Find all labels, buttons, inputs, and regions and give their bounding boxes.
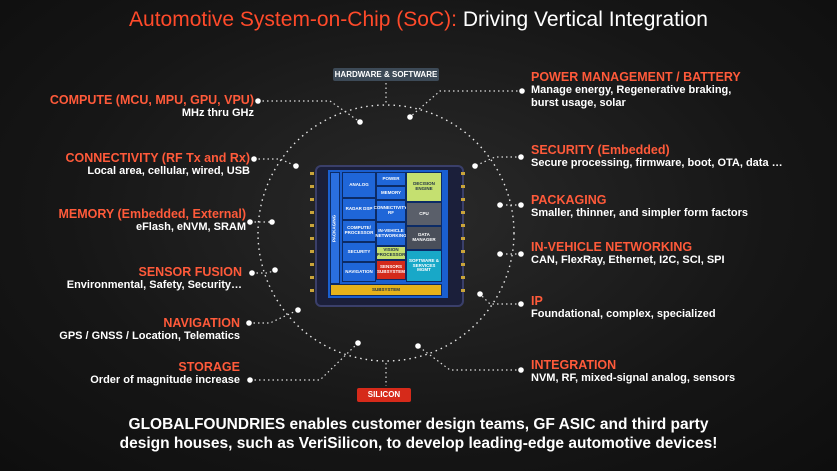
label-packaging-title: PACKAGING <box>531 193 607 207</box>
connector-ip <box>479 293 521 305</box>
label-integration-sub: NVM, RF, mixed-signal analog, sensors <box>531 372 736 385</box>
chip-block-sensors: SENSORS SUBSYSTEM <box>376 260 406 280</box>
label-power-title: POWER MANAGEMENT / BATTERY <box>531 70 741 84</box>
connector-storage <box>250 342 359 381</box>
chip-block-software: SOFTWARE & SERVICES MGMT <box>406 250 442 282</box>
label-storage: STORAGE Order of magnitude increase <box>90 360 240 387</box>
hardware-software-tag: HARDWARE & SOFTWARE <box>333 68 439 81</box>
label-ivn-title: IN-VEHICLE NETWORKING <box>531 240 693 254</box>
chip-block-subsystem: SUBSYSTEM <box>330 284 442 296</box>
footer-line-1: GLOBALFOUNDRIES enables customer design … <box>128 416 709 433</box>
chip-block-security: SECURITY <box>342 242 376 262</box>
dotted-ring <box>257 104 515 362</box>
footer-line-2: design houses, such as VeriSilicon, to d… <box>119 434 718 452</box>
chip-block-vision: VISION PROCESSOR <box>376 246 406 260</box>
slide-title: Automotive System-on-Chip (SoC): Driving… <box>0 8 837 32</box>
connector-navigation <box>249 309 299 324</box>
chip-block-connectivity: CONNECTIVITY/ RF <box>374 200 408 222</box>
connector-security <box>474 156 521 167</box>
chip-block-cpu: CPU <box>406 202 442 226</box>
label-sensor-fusion-sub: Environmental, Safety, Security… <box>66 279 242 292</box>
label-connectivity-sub: Local area, cellular, wired, USB <box>87 165 250 178</box>
label-security: SECURITY (Embedded) Secure processing, f… <box>531 143 783 170</box>
label-packaging-sub: Smaller, thinner, and simpler form facto… <box>531 207 749 220</box>
footer-text: GLOBALFOUNDRIES enables customer design … <box>0 416 837 453</box>
label-navigation-title: NAVIGATION <box>163 316 240 330</box>
label-security-sub: Secure processing, firmware, boot, OTA, … <box>531 157 783 170</box>
title-soc: Automotive System-on-Chip (SoC): <box>129 8 457 31</box>
label-ip: IP Foundational, complex, specialized <box>531 294 716 321</box>
chip-block-analog: ANALOG <box>342 172 376 198</box>
chip-block-decision-engine: DECISION ENGINE <box>406 172 442 202</box>
label-ip-sub: Foundational, complex, specialized <box>531 308 716 321</box>
chip-block-memory: MEMORY <box>376 186 406 200</box>
label-power: POWER MANAGEMENT / BATTERY Manage energy… <box>531 70 741 110</box>
chip-block-power: POWER <box>376 172 406 186</box>
chip-block-navigation: NAVIGATION <box>342 262 376 282</box>
connector-compute <box>258 100 361 123</box>
label-navigation: NAVIGATION GPS / GNSS / Location, Telema… <box>59 316 240 343</box>
chip-block-radar-dsp: RADAR DSP <box>342 198 376 220</box>
label-storage-title: STORAGE <box>178 360 240 374</box>
label-ivn-sub: CAN, FlexRay, Ethernet, I2C, SCI, SPI <box>531 254 725 267</box>
silicon-tag: SILICON <box>357 388 411 402</box>
label-sensor-fusion: SENSOR FUSION Environmental, Safety, Sec… <box>67 265 242 292</box>
label-memory-title: MEMORY (Embedded, External) <box>58 207 246 221</box>
soc-die: PACKAGING ANALOG POWER MEMORY DECISION E… <box>328 170 448 298</box>
label-compute-title: COMPUTE (MCU, MPU, GPU, VPU) <box>49 93 254 107</box>
label-security-title: SECURITY (Embedded) <box>531 143 670 157</box>
label-sensor-fusion-title: SENSOR FUSION <box>138 265 243 279</box>
chip-block-compute: COMPUTE/ PROCESSOR <box>342 220 376 242</box>
label-memory-sub: eFlash, eNVM, SRAM <box>135 221 246 234</box>
label-storage-sub: Order of magnitude increase <box>90 374 240 387</box>
label-integration: INTEGRATION NVM, RF, mixed-signal analog… <box>531 358 735 385</box>
label-ivn: IN-VEHICLE NETWORKING CAN, FlexRay, Ethe… <box>531 240 725 267</box>
label-compute: COMPUTE (MCU, MPU, GPU, VPU) MHz thru GH… <box>50 93 254 120</box>
label-power-sub2: burst usage, solar <box>531 97 626 110</box>
connector-integration <box>417 345 521 371</box>
title-driving: Driving Vertical Integration <box>462 8 708 31</box>
label-integration-title: INTEGRATION <box>531 358 617 372</box>
chip-block-data-manager: DATA MANAGER <box>406 226 442 250</box>
label-power-sub: Manage energy, Regenerative braking, <box>531 84 732 97</box>
chip-block-packaging: PACKAGING <box>330 172 340 284</box>
label-ip-title: IP <box>531 294 543 308</box>
label-navigation-sub: GPS / GNSS / Location, Telematics <box>59 330 240 343</box>
connector-sensor-fusion <box>252 269 276 274</box>
label-connectivity: CONNECTIVITY (RF Tx and Rx) Local area, … <box>65 151 250 178</box>
label-memory: MEMORY (Embedded, External) eFlash, eNVM… <box>58 207 246 234</box>
connector-power <box>409 90 522 118</box>
chip-block-ivn: IN-VEHICLE NETWORKING <box>375 222 407 246</box>
label-packaging: PACKAGING Smaller, thinner, and simpler … <box>531 193 748 220</box>
label-connectivity-title: CONNECTIVITY (RF Tx and Rx) <box>65 151 250 165</box>
label-compute-sub: MHz thru GHz <box>181 107 254 120</box>
